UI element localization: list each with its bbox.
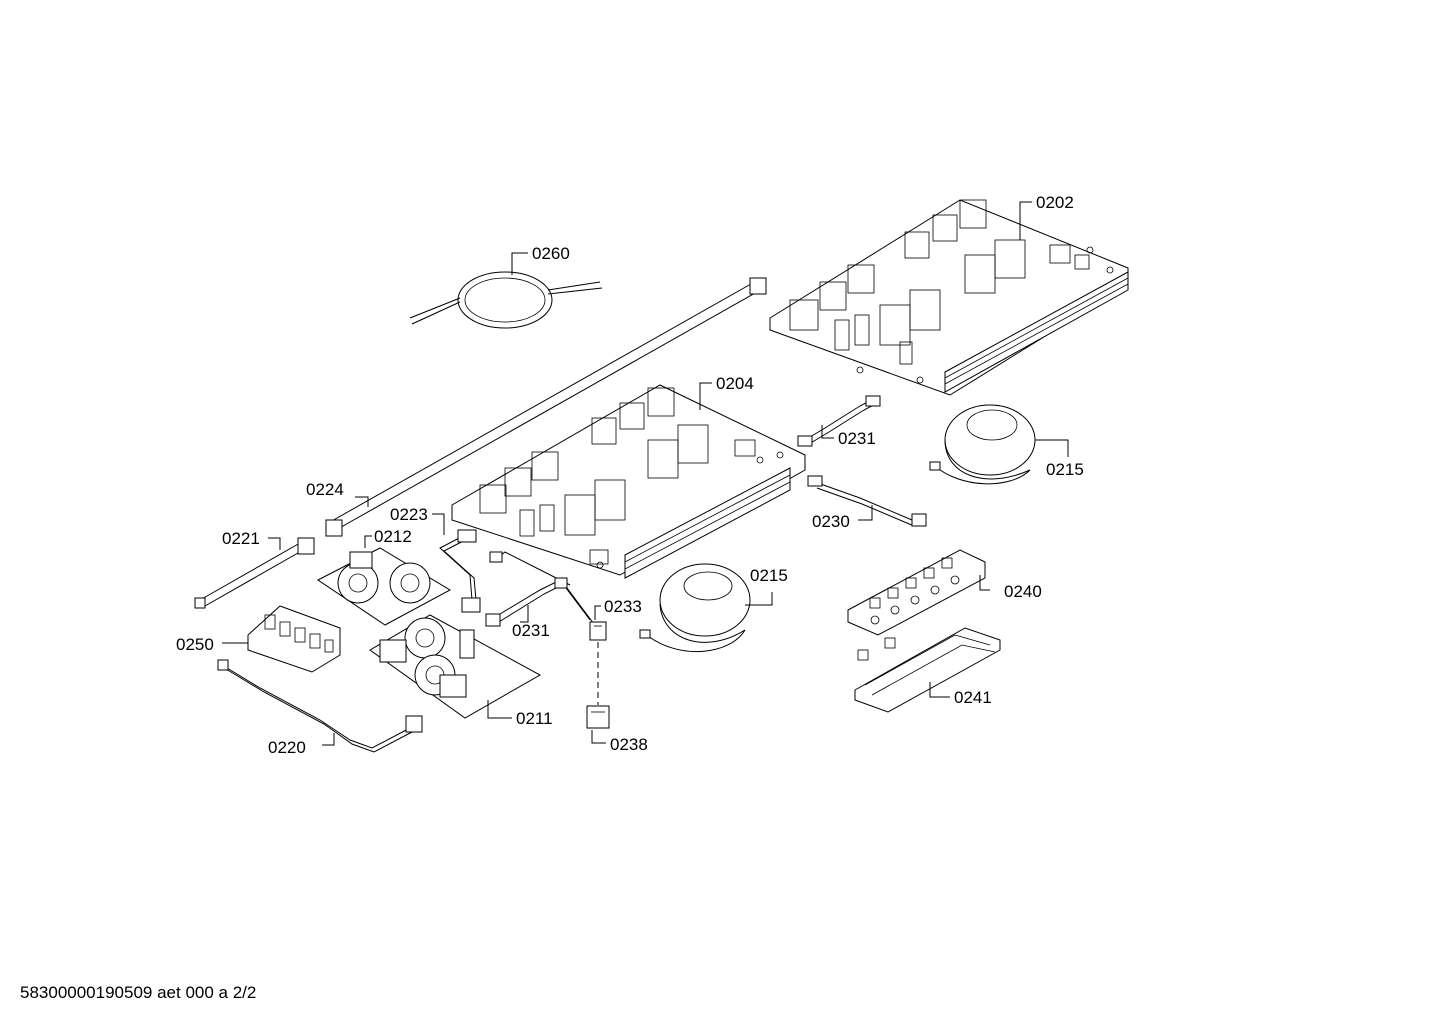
leader-0241 <box>929 682 950 698</box>
leader-0215-center <box>745 592 773 606</box>
label-0204: 0204 <box>716 374 754 393</box>
label-0231-lower: 0231 <box>512 621 550 640</box>
leader-0202 <box>1019 201 1032 240</box>
part-0211-filter-board <box>369 614 542 719</box>
part-0220-wire-harness <box>217 659 423 753</box>
label-0223: 0223 <box>390 505 428 524</box>
part-0215-fan-center <box>639 563 751 653</box>
leader-0212 <box>364 535 372 548</box>
part-0250-terminal-block <box>247 605 341 673</box>
part-0240-control-board <box>847 549 986 636</box>
leader-0215-right <box>1035 439 1069 457</box>
part-0238-connector <box>586 705 610 729</box>
label-0230: 0230 <box>812 512 850 531</box>
label-0240: 0240 <box>1004 582 1042 601</box>
label-0212: 0212 <box>374 527 412 546</box>
leader-0223 <box>432 513 445 535</box>
leader-0233 <box>594 605 601 620</box>
part-0241-touch-frame <box>854 627 1001 713</box>
label-0211: 0211 <box>516 709 553 728</box>
leader-0230 <box>858 505 873 521</box>
label-0202: 0202 <box>1036 193 1074 212</box>
leader-0204 <box>699 382 712 410</box>
label-0215-right: 0215 <box>1046 460 1084 479</box>
label-0224: 0224 <box>306 480 344 499</box>
label-0241: 0241 <box>954 688 992 707</box>
part-0231-wire-harness-upper <box>797 395 881 447</box>
leader-0260 <box>511 252 528 275</box>
part-0231-wire-harness-lower <box>485 551 595 627</box>
part-0212-filter-board <box>317 547 452 626</box>
label-0220: 0220 <box>268 738 306 757</box>
footer-document-code: 58300000190509 aet 000 a 2/2 <box>20 983 256 1002</box>
leader-0221 <box>268 537 281 550</box>
leader-0238 <box>591 730 606 744</box>
leader-0211 <box>487 700 512 719</box>
label-0215-center: 0215 <box>750 566 788 585</box>
part-0260-power-cable <box>409 271 603 329</box>
label-0221: 0221 <box>222 529 260 548</box>
part-0215-fan-right <box>929 404 1036 485</box>
leader-0231-upper <box>821 425 834 439</box>
leader-0231-lower <box>520 605 529 623</box>
label-0231-upper: 0231 <box>838 429 876 448</box>
label-0238: 0238 <box>610 735 648 754</box>
label-0260: 0260 <box>532 244 570 263</box>
part-0230-wire-harness <box>807 475 927 527</box>
part-0221-wire-harness <box>194 537 315 609</box>
leader-0220 <box>322 733 335 746</box>
part-0202-power-board <box>769 199 1129 396</box>
leader-0224 <box>355 496 369 507</box>
part-0233-connector <box>589 621 607 641</box>
part-0223-wire-harness <box>439 529 481 613</box>
label-0233: 0233 <box>604 597 642 616</box>
label-0250: 0250 <box>176 635 214 654</box>
leader-0240 <box>979 575 990 591</box>
part-0204-power-board <box>451 384 806 579</box>
part-0224-ribbon-cable <box>325 277 767 537</box>
